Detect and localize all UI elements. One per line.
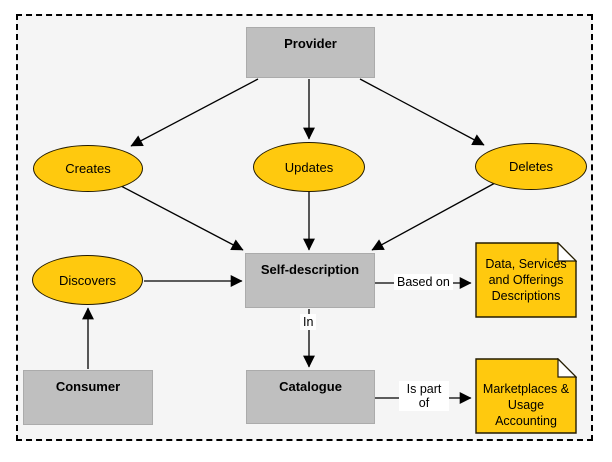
edge-label-based-on: Based on xyxy=(394,274,453,290)
edge-label-in: In xyxy=(300,314,317,330)
node-consumer: Consumer xyxy=(23,370,153,425)
node-provider: Provider xyxy=(246,27,375,78)
note-data-services-label: Data, Services and Offerings Description… xyxy=(485,257,567,303)
note-shape-icon xyxy=(475,242,577,318)
node-deletes: Deletes xyxy=(475,143,587,190)
note-marketplaces-label: Marketplaces & Usage Accounting xyxy=(482,382,570,428)
note-marketplaces: Marketplaces & Usage Accounting xyxy=(475,358,577,434)
note-shape-icon xyxy=(475,358,577,434)
node-discovers: Discovers xyxy=(32,255,143,305)
node-creates: Creates xyxy=(33,145,143,192)
edge-label-is-part-of: Is part of xyxy=(399,381,449,411)
node-self-description: Self-description xyxy=(245,253,375,308)
note-data-services: Data, Services and Offerings Description… xyxy=(475,242,577,318)
node-catalogue: Catalogue xyxy=(246,370,375,424)
node-updates: Updates xyxy=(253,142,365,192)
